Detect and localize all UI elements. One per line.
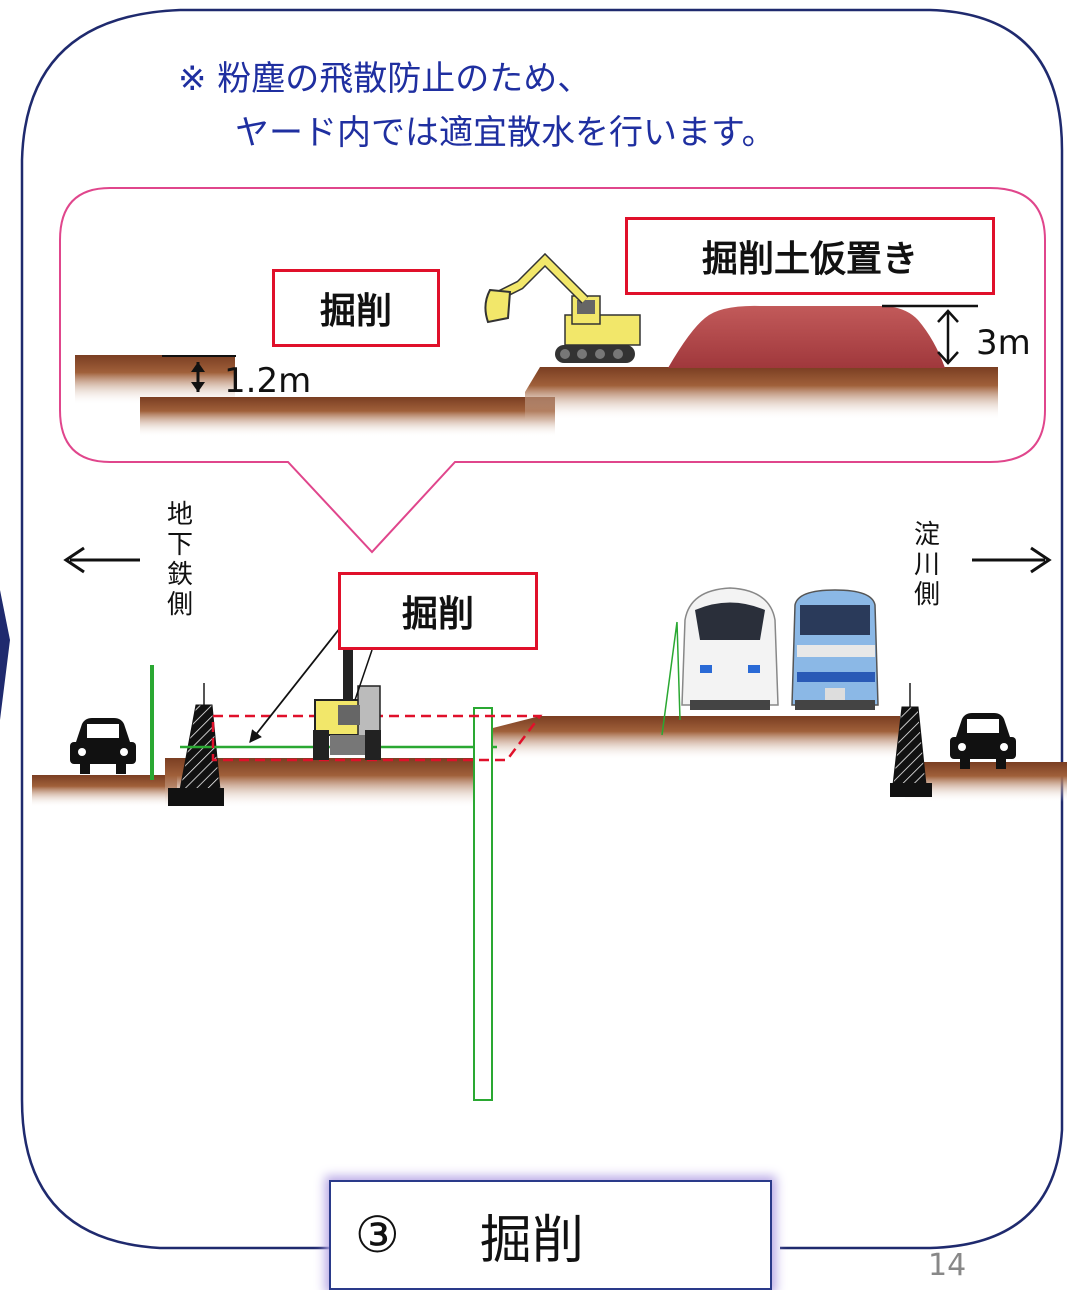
depth-value: 1.2m [224, 361, 312, 401]
stage-title-box: ③ 掘削 [329, 1180, 772, 1290]
height-value: 3m [976, 323, 1031, 363]
inset-ground-pit [140, 397, 555, 437]
inset-excavation-label: 掘削 [272, 269, 440, 347]
left-direction-label: 地下鉄側 [166, 500, 193, 620]
note-line-2: ヤード内では適宜散水を行います。 [235, 113, 776, 153]
depth-dimension [162, 355, 236, 392]
stage-label: 掘削 [479, 1210, 584, 1271]
sheet-pile [473, 707, 493, 1101]
height-dimension [882, 304, 978, 365]
page-number: 14 [928, 1248, 967, 1283]
excavation-zone [211, 714, 543, 762]
slope-support [661, 621, 681, 736]
right-car-icon [950, 713, 1016, 769]
right-direction-label: 淀川側 [913, 520, 940, 610]
left-car-icon [70, 718, 136, 774]
stage-number: ③ [355, 1206, 400, 1264]
stockpile-mound [668, 305, 945, 368]
pointer-arrow-1 [249, 627, 341, 743]
inset-ground-left [75, 355, 235, 405]
left-edge-marker [0, 590, 10, 720]
excavator-front-icon [313, 650, 381, 760]
right-direction-arrow [972, 546, 1052, 574]
left-direction-arrow [63, 546, 140, 574]
note-line-1: ※ 粉塵の飛散防止のため、 [178, 59, 592, 99]
stockpile-label: 掘削土仮置き [625, 217, 995, 295]
right-retaining-wall [890, 683, 932, 797]
pointer-arrow-2 [354, 649, 373, 701]
train-icon-1 [681, 587, 779, 710]
train-icon-2 [791, 589, 879, 710]
excavator-icon [484, 252, 641, 363]
main-excavation-label: 掘削 [338, 572, 538, 650]
ground-left [32, 775, 177, 807]
inset-ground-right [525, 367, 998, 420]
ground-yard-high [485, 716, 900, 760]
outer-frame [20, 8, 1064, 1250]
